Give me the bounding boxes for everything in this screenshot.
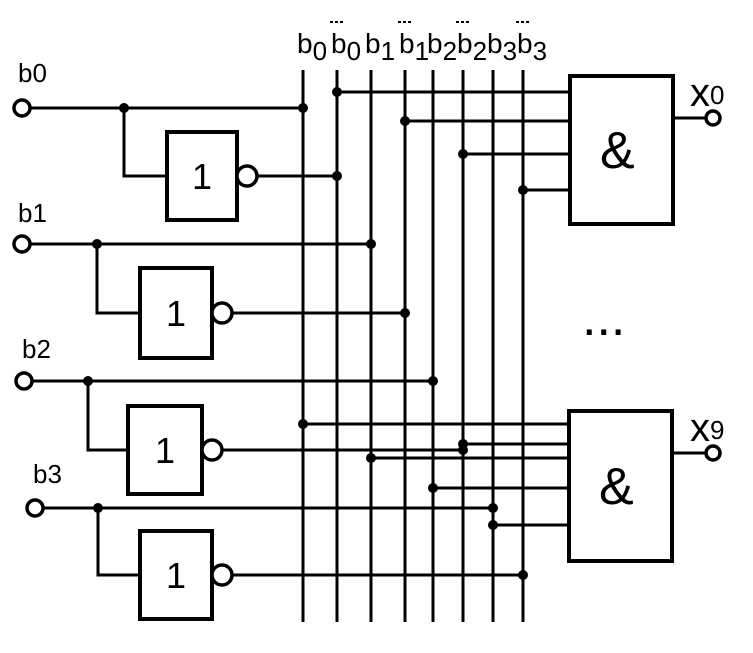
input-junction-1: [366, 239, 376, 249]
and-tap-1-2: [428, 483, 438, 493]
inversion-bubble-0: [235, 164, 259, 188]
inversion-bubble-3: [210, 563, 234, 587]
input-junction-2: [428, 376, 438, 386]
and-gate-1: [567, 409, 674, 563]
inverter-feed-2: [86, 381, 128, 452]
input-label-1: b1: [18, 198, 47, 228]
crossing-dot-b2bar: [458, 439, 468, 449]
output-label-0: x0: [690, 71, 724, 115]
wires: [30, 70, 706, 622]
inverter-junction-1: [400, 308, 410, 318]
inverter-gate-2: [126, 404, 204, 496]
inverter-gate-3: [138, 529, 214, 621]
input-split-0: [119, 103, 129, 113]
junction-dots: [83, 87, 528, 580]
output-terminal-1: [704, 444, 722, 462]
and-gate-0: [568, 74, 675, 226]
output-terminal-0: [704, 109, 722, 127]
input-label-3: b3: [33, 459, 62, 489]
inverter-label-0: 1: [192, 156, 212, 197]
bus-label-2: b1: [365, 28, 395, 66]
and-tap-0-3: [518, 185, 528, 195]
input-junction-3: [488, 503, 498, 513]
and-tap-1-1: [366, 453, 376, 463]
input-split-3: [93, 503, 103, 513]
and-tap-0-1: [400, 116, 410, 126]
inverter-label-1: 1: [166, 293, 186, 334]
inverter-feed-3: [96, 508, 140, 577]
inverter-feed-0: [122, 108, 167, 178]
input-terminal-1: [12, 234, 32, 254]
inverter-junction-0: [332, 171, 342, 181]
ellipsis: ...: [582, 289, 625, 347]
inversion-bubble-1: [210, 301, 234, 325]
input-split-1: [92, 239, 102, 249]
inverter-junction-3: [518, 570, 528, 580]
input-terminal-3: [25, 498, 45, 518]
bus-label-6: b3: [487, 28, 517, 66]
bus-label-4: b2: [427, 28, 457, 66]
bus-label-1: b0: [331, 28, 361, 66]
input-junction-0: [298, 103, 308, 113]
inverter-label-3: 1: [166, 555, 186, 596]
bus-label-7: b3: [517, 28, 547, 66]
and-tap-1-3: [488, 520, 498, 530]
and-symbol-0: &: [600, 122, 635, 180]
bus-label-5: b2: [457, 28, 487, 66]
and-tap-0-2: [458, 149, 468, 159]
inverter-gate-1: [138, 266, 214, 360]
bus-label-0: b0: [297, 28, 327, 66]
inversion-bubble-2: [200, 438, 224, 462]
output-label-1: x9: [690, 406, 724, 450]
bus-label-3: b1: [399, 28, 429, 66]
input-label-2: b2: [22, 334, 51, 364]
input-label-0: b0: [18, 58, 47, 88]
inverter-label-2: 1: [155, 430, 175, 471]
inverter-feed-1: [95, 244, 140, 315]
and-symbol-1: &: [599, 458, 634, 516]
input-terminal-0: [12, 98, 32, 118]
gate-boxes: [126, 74, 675, 621]
and-tap-0-0: [332, 87, 342, 97]
terminals: [12, 98, 722, 587]
input-terminal-2: [14, 371, 34, 391]
and-tap-1-0: [298, 419, 308, 429]
input-split-2: [83, 376, 93, 386]
